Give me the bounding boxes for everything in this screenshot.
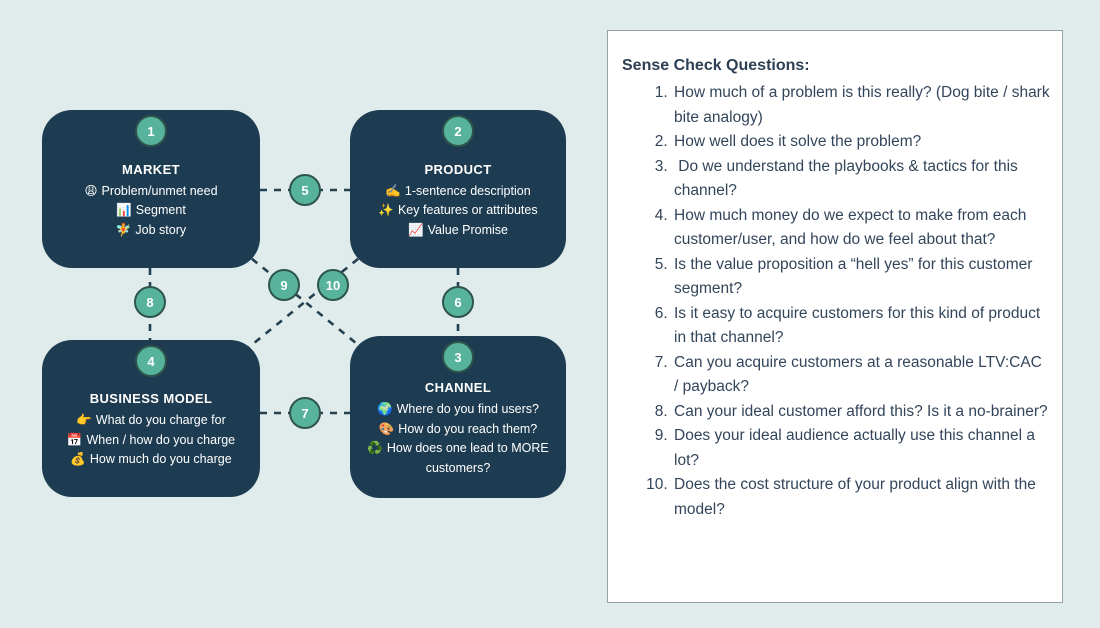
market-item-text: Segment [135, 203, 186, 218]
bar-chart-icon: 📊 [116, 203, 132, 218]
market-item: 📊Segment [106, 201, 196, 221]
calendar-icon: 📅 [66, 432, 83, 447]
channel-item: 🎨How do you reach them? [369, 420, 548, 440]
connector-badge-5: 5 [289, 174, 321, 206]
channel-number-badge: 3 [442, 341, 474, 373]
question-item-10: Does the cost structure of your product … [672, 473, 1050, 522]
market-item: 😩Problem/unmet need [74, 182, 227, 202]
connector-badge-7: 7 [289, 397, 321, 429]
connector-lines [148, 188, 460, 415]
business-model-item-text: What do you charge for [95, 413, 226, 428]
question-item-7: Can you acquire customers at a reasonabl… [672, 351, 1050, 400]
connector-badge-9: 9 [268, 269, 300, 301]
business-model-number-badge: 4 [135, 345, 167, 377]
question-item-6: Is it easy to acquire customers for this… [672, 302, 1050, 351]
question-list: How much of a problem is this really? (D… [622, 81, 1050, 522]
business-model-item-text: How much do you charge [89, 452, 232, 467]
product-item-text: Value Promise [427, 222, 508, 237]
market-number-badge: 1 [135, 115, 167, 147]
market-item-text: Job story [135, 222, 187, 237]
product-box: 2 PRODUCT ✍️1-sentence description ✨Key … [350, 110, 566, 268]
writing-hand-icon: ✍️ [385, 183, 401, 198]
market-item-text: Problem/unmet need [101, 183, 218, 198]
business-model-item: 👉What do you charge for [66, 411, 236, 431]
channel-item-text: How do you reach them? [398, 421, 538, 436]
market-title: MARKET [121, 161, 180, 177]
question-item-5: Is the value proposition a “hell yes” fo… [672, 253, 1050, 302]
panel-title: Sense Check Questions: [622, 57, 810, 74]
product-item: 📈Value Promise [398, 221, 518, 241]
product-item: ✍️1-sentence description [375, 182, 540, 202]
channel-box: 3 CHANNEL 🌍Where do you find users? 🎨How… [350, 336, 566, 498]
product-item-text: 1-sentence description [404, 183, 531, 198]
pointing-right-icon: 👉 [76, 413, 92, 428]
business-model-item: 📅When / how do you charge [57, 431, 245, 451]
channel-title: CHANNEL [424, 380, 492, 395]
channel-item-text: Where do you find users? [396, 402, 540, 416]
connector-badge-10: 10 [317, 269, 349, 301]
product-title: PRODUCT [424, 161, 492, 177]
sparkles-icon: ✨ [378, 203, 394, 218]
job-story-icon: 🧚 [115, 222, 132, 237]
channel-item-text: How does one lead to MORE customers? [386, 441, 549, 475]
business-model-item: 💰How much do you charge [60, 450, 241, 470]
question-item-1: How much of a problem is this really? (D… [672, 81, 1050, 130]
connector-badge-6: 6 [442, 286, 474, 318]
business-model-box: 4 BUSINESS MODEL 👉What do you charge for… [42, 340, 260, 497]
recycle-icon: ♻️ [367, 441, 383, 455]
product-item-text: Key features or attributes [397, 203, 538, 218]
question-item-4: How much money do we expect to make from… [672, 204, 1050, 253]
business-model-item-text: When / how do you charge [86, 432, 236, 447]
question-item-2: How well does it solve the problem? [672, 130, 1050, 155]
connector-product-businessmodel [237, 248, 370, 358]
product-number-badge: 2 [442, 115, 474, 147]
channel-item: 🌍Where do you find users? [367, 400, 549, 420]
money-bag-icon: 💰 [70, 452, 86, 467]
chart-increasing-icon: 📈 [408, 222, 424, 237]
question-item-3: Do we understand the playbooks & tactics… [672, 155, 1050, 204]
market-item: 🧚Job story [106, 221, 196, 241]
connector-badge-8: 8 [134, 286, 166, 318]
channel-item: ♻️How does one lead to MORE customers? [350, 439, 566, 478]
product-item: ✨Key features or attributes [368, 201, 547, 221]
connector-market-channel [240, 248, 373, 358]
market-box: 1 MARKET 😩Problem/unmet need 📊Segment 🧚J… [42, 110, 260, 268]
question-item-9: Does your ideal audience actually use th… [672, 424, 1050, 473]
business-model-title: BUSINESS MODEL [89, 391, 213, 407]
palette-icon: 🎨 [378, 421, 395, 436]
sense-check-panel: Sense Check Questions: How much of a pro… [607, 30, 1063, 603]
weary-face-icon: 😩 [84, 183, 98, 198]
question-item-8: Can your ideal customer afford this? Is … [672, 400, 1050, 425]
globe-icon: 🌍 [376, 402, 393, 416]
